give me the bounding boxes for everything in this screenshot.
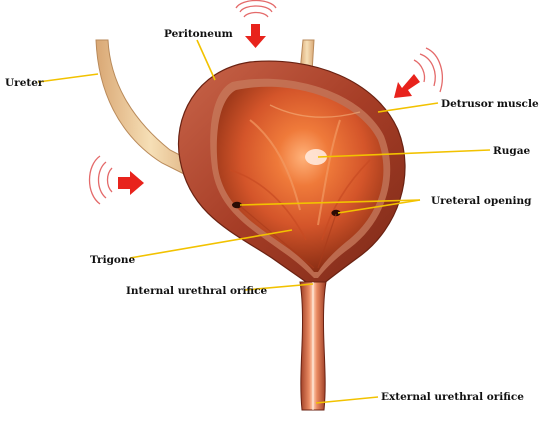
pressure-arrow-right <box>394 47 443 98</box>
vibration-waves-icon <box>235 0 277 18</box>
label-internal-urethral-orifice: Internal urethral orifice <box>126 285 268 297</box>
vibration-waves-icon <box>88 155 113 205</box>
label-rugae: Rugae <box>493 145 531 157</box>
label-trigone: Trigone <box>90 254 136 266</box>
leader-peritoneum <box>196 39 216 81</box>
label-ureter: Ureter <box>5 77 44 89</box>
labels: Peritoneum Ureter Detrusor muscle Rugae … <box>5 28 539 403</box>
leader-internal-orifice <box>244 283 314 291</box>
pressure-arrow-icon <box>245 24 266 48</box>
leader-detrusor <box>377 102 439 113</box>
leader-external-orifice <box>315 396 379 404</box>
pressure-arrow-left <box>88 155 144 205</box>
label-ureteral-opening: Ureteral opening <box>431 195 532 207</box>
urethra <box>299 281 327 411</box>
leader-ureteral-opening-right <box>337 199 421 214</box>
pressure-arrow-icon <box>118 171 144 195</box>
vibration-waves-icon <box>413 47 443 93</box>
label-external-urethral-orifice: External urethral orifice <box>381 391 524 403</box>
bladder-lumen <box>216 86 384 273</box>
label-peritoneum: Peritoneum <box>164 28 233 40</box>
label-detrusor-muscle: Detrusor muscle <box>441 98 539 110</box>
leader-ureter <box>37 73 99 83</box>
leader-rugae <box>317 149 491 158</box>
pressure-arrow-top <box>235 0 277 48</box>
leader-ureteral-opening-left <box>239 199 421 206</box>
leader-lines <box>37 39 491 404</box>
pressure-arrow-icon <box>394 74 420 98</box>
leader-trigone <box>129 229 293 259</box>
